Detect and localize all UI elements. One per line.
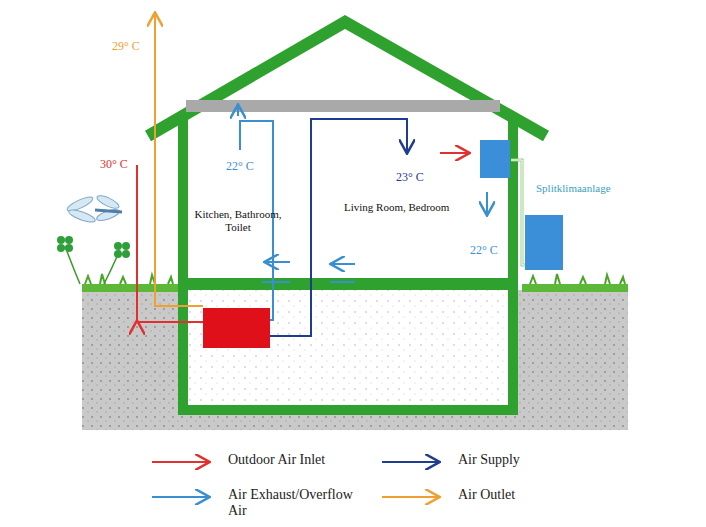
unit-label: Splitklimaanlage: [536, 182, 611, 195]
temperature-label: 22° C: [226, 160, 254, 174]
legend-text: Air Outlet: [458, 487, 515, 503]
legend-text: Outdoor Air Inlet: [228, 452, 325, 468]
room-label: Kitchen, Bathroom, Toilet: [186, 208, 290, 233]
temperature-label: 29° C: [112, 40, 140, 54]
legend-text: Air Supply: [458, 452, 520, 468]
temperature-label: 23° C: [396, 171, 424, 185]
temperature-label: 30° C: [100, 158, 128, 172]
room-label: Living Room, Bedroom: [344, 201, 449, 214]
legend-text: Air Exhaust/Overflow Air: [228, 487, 368, 519]
temperature-label: 22° C: [470, 244, 498, 258]
